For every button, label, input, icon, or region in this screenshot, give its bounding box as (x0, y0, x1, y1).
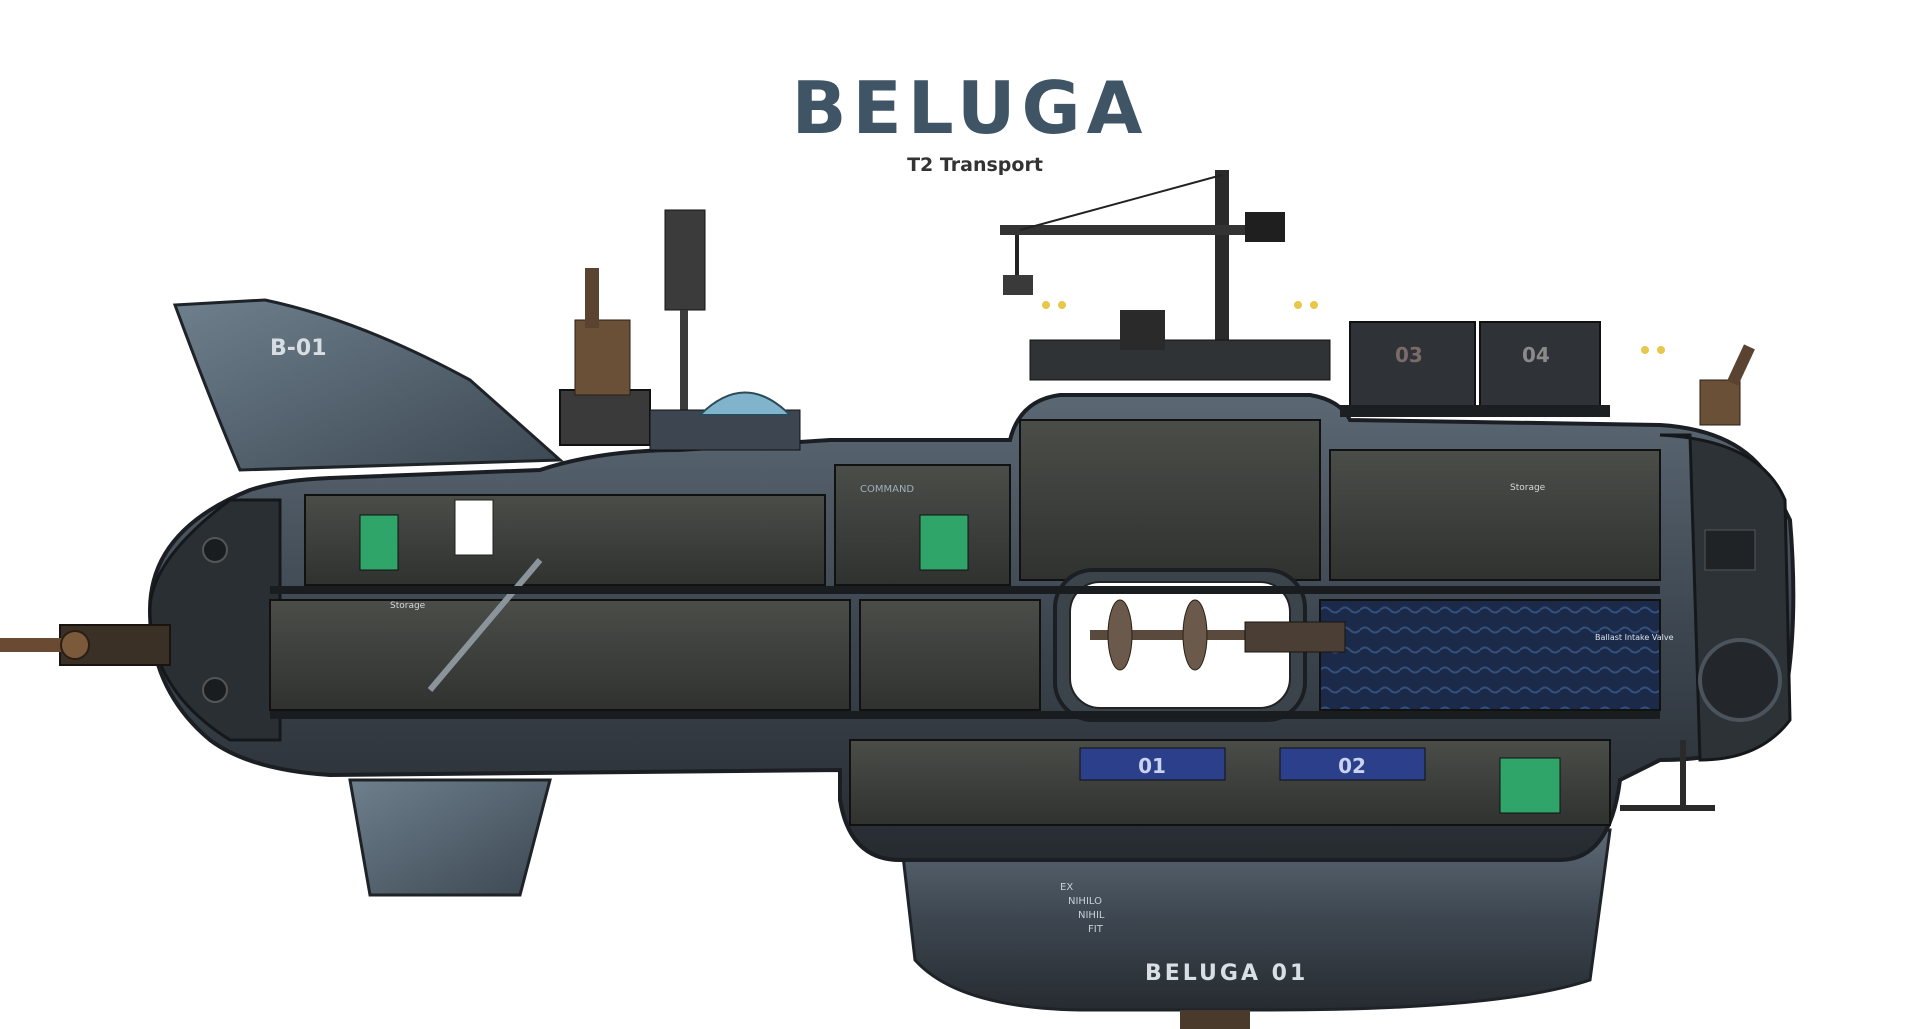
upper-deck-fore (1329, 449, 1661, 581)
title-block: BELUGA T2 Transport (0, 72, 1920, 176)
stairs (427, 558, 543, 692)
bay-label-01: 01 (1138, 754, 1166, 778)
command-label: COMMAND (860, 484, 914, 495)
tank-label-04: 04 (1522, 343, 1550, 367)
control-room (1019, 419, 1321, 581)
motto-line-4: FIT (1088, 924, 1104, 935)
bay-label-02: 02 (1338, 754, 1366, 778)
ballast-label: Ballast Intake Valve (1595, 633, 1674, 642)
storage-label-aft: Storage (390, 601, 426, 611)
hull-marking: B-01 (270, 336, 327, 361)
lower-deck (849, 739, 1611, 826)
antenna-mast (649, 209, 801, 451)
mid-deck-airlock (859, 599, 1041, 711)
submarine-title: BELUGA (791, 66, 1149, 150)
tank-label-03: 03 (1395, 343, 1423, 367)
ventral-fin (348, 778, 552, 897)
mid-deck-aft (269, 599, 851, 711)
bow-section (148, 498, 282, 742)
cargo-bay-01 (1079, 747, 1226, 781)
motto-line-2: NIHILO (1068, 896, 1102, 907)
motto-line-3: NIHIL (1078, 910, 1105, 921)
observation-dome (697, 391, 793, 416)
suit-lockers (359, 514, 1561, 814)
storage-label-fore: Storage (1510, 483, 1546, 493)
fore-turret (1699, 344, 1755, 426)
dorsal-fin (172, 298, 564, 472)
ballast-tank (1319, 599, 1661, 711)
deck-equipment (1120, 310, 1165, 350)
aft-turret (559, 268, 651, 446)
lower-hull-name: BELUGA 01 (1145, 961, 1308, 986)
deck-platform (1029, 339, 1331, 381)
cargo-crane (1000, 170, 1285, 380)
submarine-class-subtitle: T2 Transport (907, 154, 1043, 176)
keel-mechanism (1180, 1010, 1250, 1029)
bow-port-lower (202, 677, 228, 703)
aft-hatch-window (454, 499, 494, 556)
stern-hatch (1698, 638, 1782, 722)
lower-keel (898, 828, 1612, 1012)
motto-line-1: EX (1060, 882, 1073, 893)
docking-gantry (1620, 740, 1715, 811)
stern-vent (1704, 529, 1756, 571)
cargo-bay-02 (1279, 747, 1426, 781)
bow-railgun (0, 624, 171, 666)
docking-clamp (1090, 599, 1346, 671)
fuel-tanks (1340, 321, 1610, 417)
bow-port-upper (202, 537, 228, 563)
deck-lamps (1042, 301, 1665, 354)
